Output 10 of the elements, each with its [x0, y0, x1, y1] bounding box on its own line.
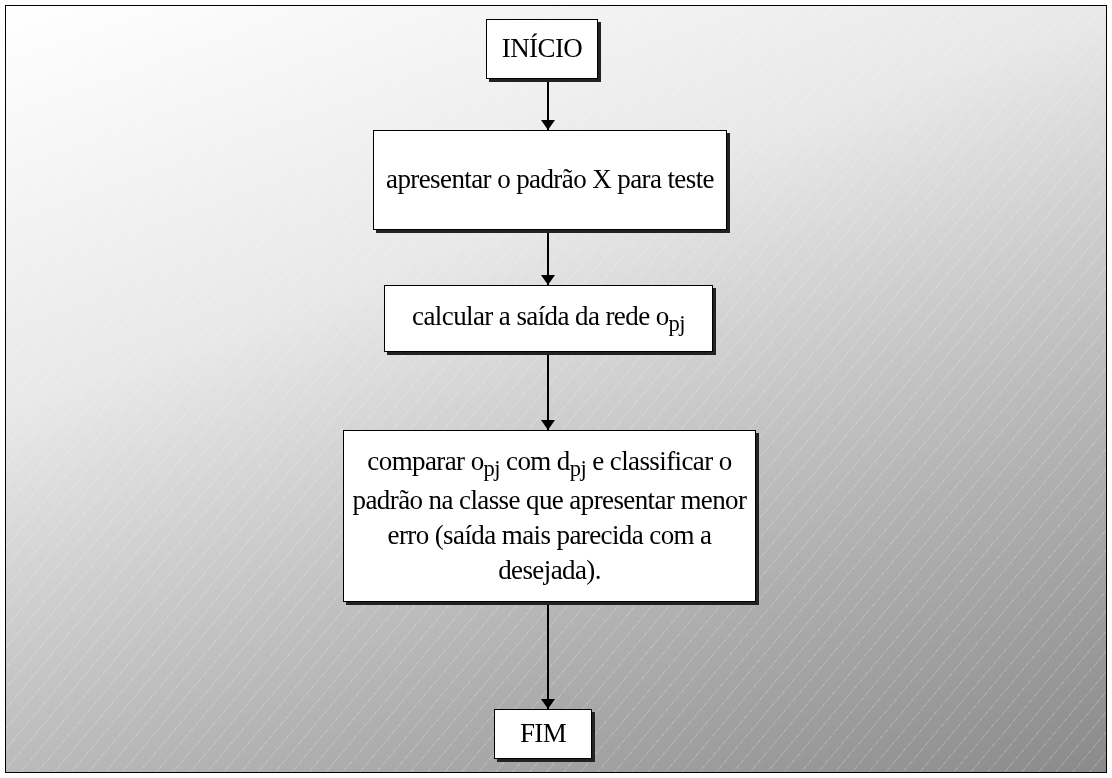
box-text: INÍCIO — [501, 32, 583, 66]
process-box — [494, 709, 592, 759]
box-text: comparar o$_{pj}$ com d$_{pj}$ e classificar o padrão na classe que apresentar menor erro (saída mais parecida com a desejada). — [351, 444, 748, 588]
process-box — [373, 130, 727, 230]
process-box — [486, 19, 598, 79]
process-box — [384, 285, 713, 352]
box-text: calcular a saída da rede o$_{pj}$ — [412, 299, 685, 339]
box-text: apresentar o padrão X para teste — [386, 163, 714, 197]
box-text: FIM — [519, 717, 567, 751]
process-box — [343, 430, 756, 602]
